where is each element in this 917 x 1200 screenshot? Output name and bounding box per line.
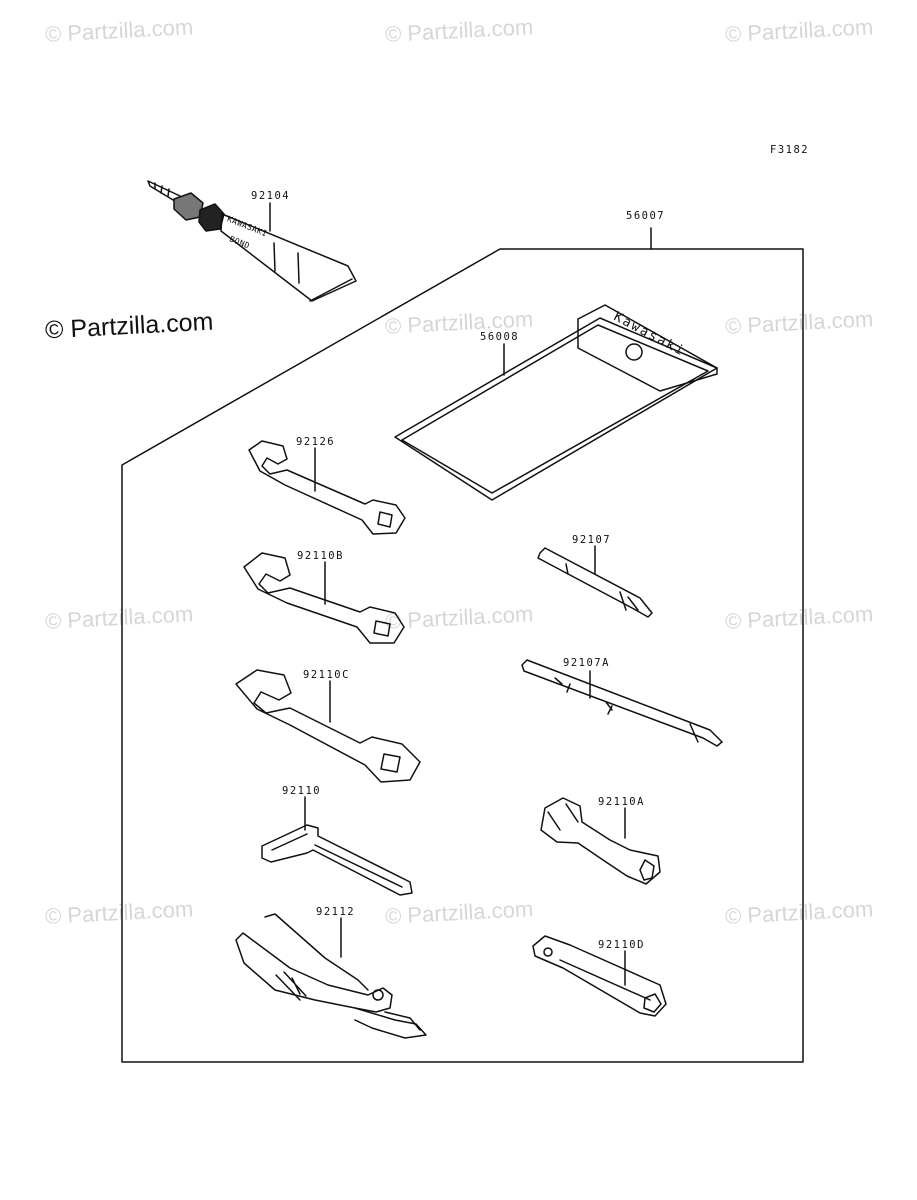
- part-label-92110[interactable]: 92110: [282, 785, 322, 797]
- wrench-92110b-drawing: [243, 552, 405, 644]
- part-label-56008[interactable]: 56008: [480, 331, 520, 343]
- screwdriver-92107a-drawing: [521, 659, 723, 747]
- box-wrench-92110a-drawing: [540, 797, 661, 885]
- part-label-92110b[interactable]: 92110B: [297, 550, 344, 562]
- diagram-ref-code: F3182: [770, 144, 810, 156]
- part-label-92104[interactable]: 92104: [251, 190, 291, 202]
- part-label-92110d[interactable]: 92110D: [598, 939, 645, 951]
- kit-outline: [121, 248, 804, 1063]
- part-label-92110c[interactable]: 92110C: [303, 669, 350, 681]
- part-label-92126[interactable]: 92126: [296, 436, 336, 448]
- pliers-drawing: [235, 913, 427, 1039]
- part-label-92107a[interactable]: 92107A: [563, 657, 610, 669]
- part-label-56007[interactable]: 56007: [626, 210, 666, 222]
- part-label-92112[interactable]: 92112: [316, 906, 356, 918]
- screwdriver-92107-drawing: [537, 547, 653, 618]
- part-label-92107[interactable]: 92107: [572, 534, 612, 546]
- wrench-92110c-drawing: [235, 669, 421, 783]
- hex-key-drawing: [261, 824, 413, 896]
- part-label-92110a[interactable]: 92110A: [598, 796, 645, 808]
- box-wrench-92110d-drawing: [532, 935, 667, 1017]
- bond-tube-drawing: [147, 180, 357, 302]
- pouch-drawing: [394, 304, 718, 501]
- wrench-92126-drawing: [248, 440, 406, 535]
